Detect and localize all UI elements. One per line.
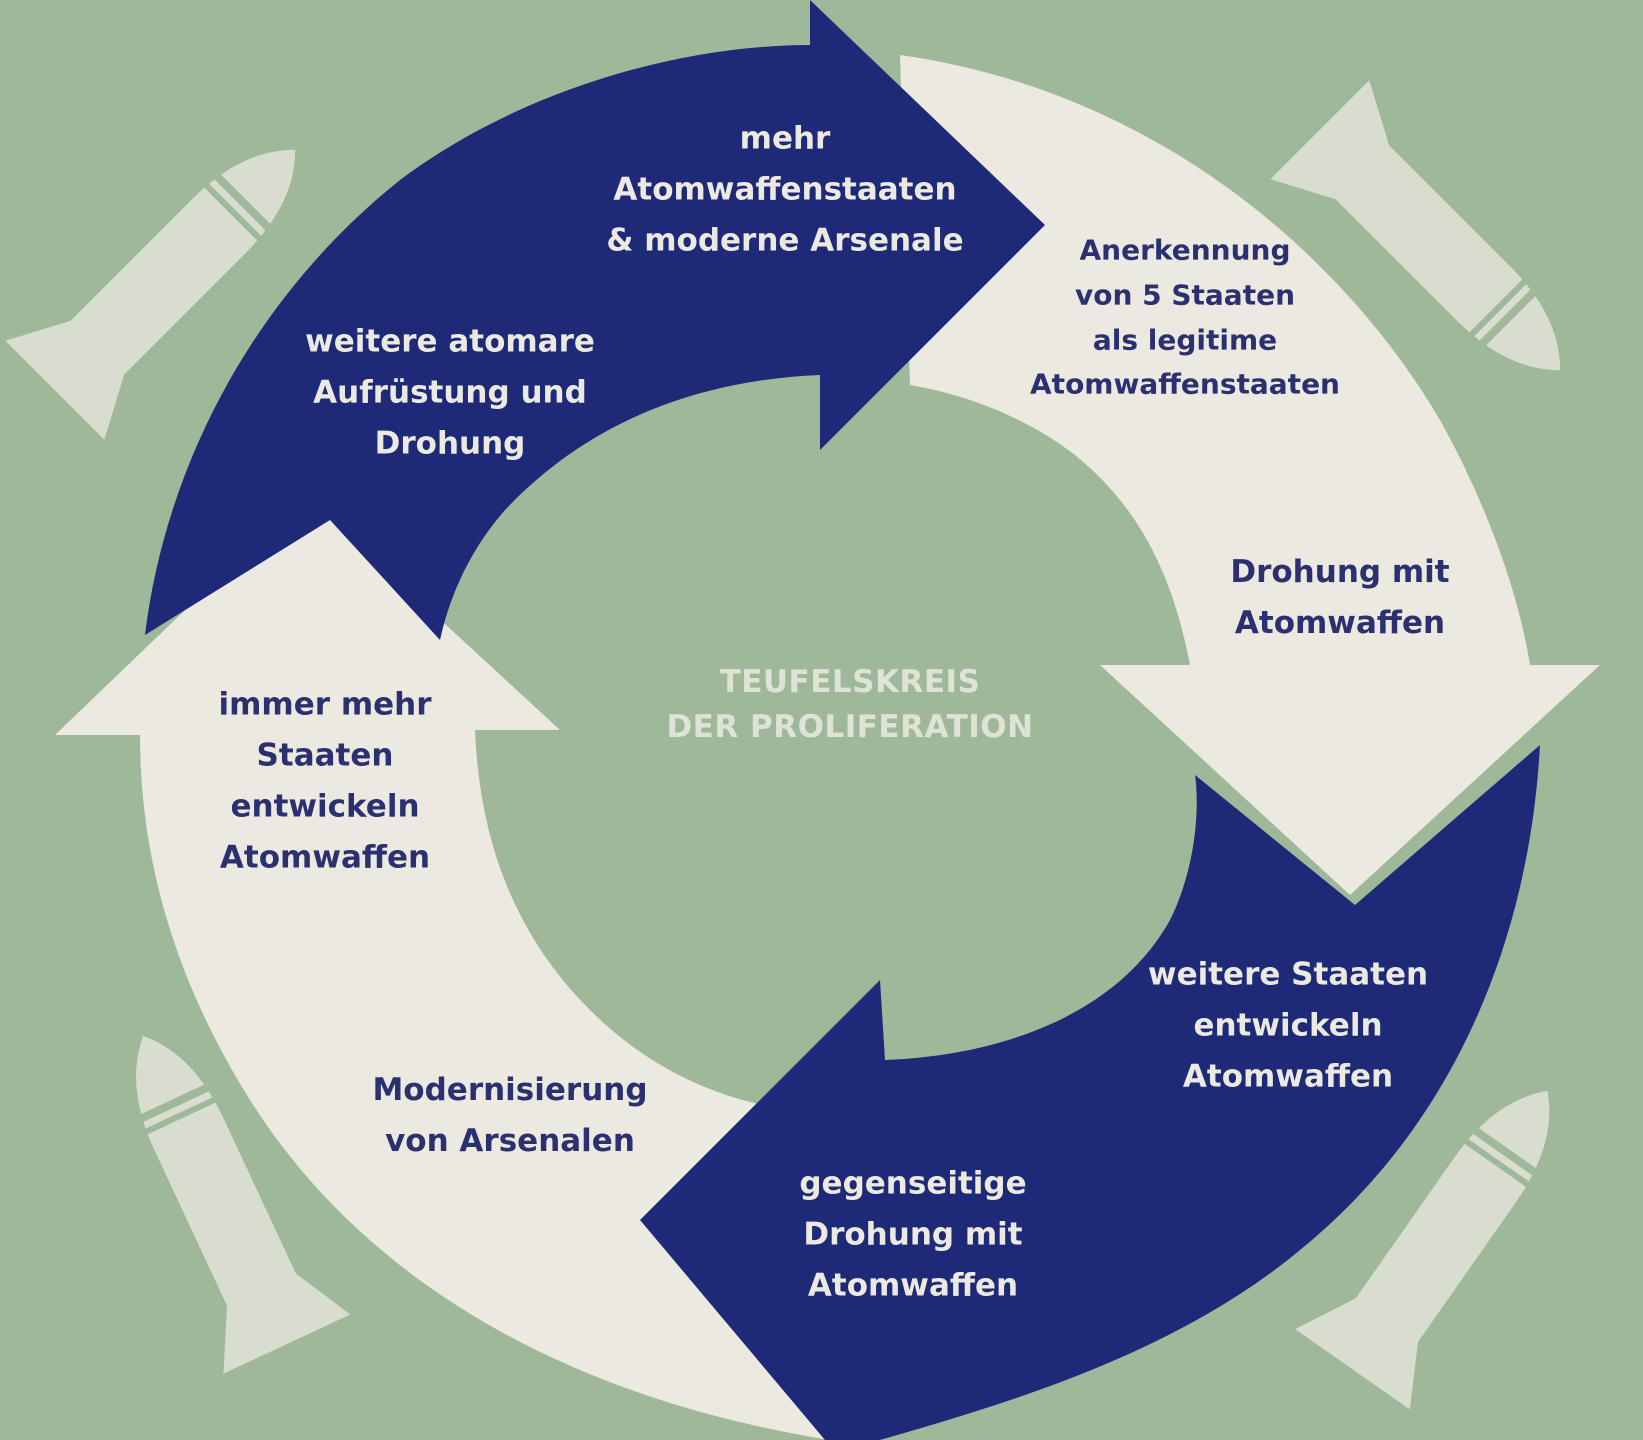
label-top: mehr Atomwaffenstaaten & moderne Arsenal… [606, 113, 963, 266]
label-top-left: weitere atomare Aufrüstung und Drohung [305, 316, 595, 469]
label-line: Atomwaffen [1234, 605, 1446, 641]
label-line: immer mehr [218, 686, 432, 723]
label-bottom-left: Modernisierung von Arsenalen [372, 1065, 647, 1167]
rocket-icon [136, 1035, 351, 1374]
center-title-line1: TEUFELSKREIS [719, 664, 981, 701]
label-line: Atomwaffen [219, 840, 431, 877]
label-line: Drohung mit [803, 1216, 1023, 1253]
label-right-middle: Drohung mit Atomwaffen [1230, 547, 1449, 649]
rocket-icon [5, 149, 296, 440]
arrow-top-dark [145, 0, 1045, 640]
label-line: weitere Staaten [1147, 956, 1429, 993]
label-line: Atomwaffenstaaten [1030, 367, 1340, 401]
label-line: Staaten [256, 737, 394, 774]
center-title-line2: DER PROLIFERATION [666, 709, 1034, 745]
label-line: Anerkennung [1079, 233, 1291, 267]
label-right-upper: Anerkennung von 5 Staaten als legitime A… [1030, 228, 1340, 407]
label-left: immer mehr Staaten entwickeln Atomwaffen [218, 680, 431, 885]
label-line: Atomwaffen [807, 1267, 1019, 1304]
arrow-bottom-dark [640, 745, 1540, 1440]
label-line: & moderne Arsenale [606, 222, 964, 259]
arrow-right-light [900, 55, 1600, 895]
label-line: Drohung mit [1230, 553, 1450, 590]
label-line: weitere atomare [305, 323, 595, 360]
label-line: Atomwaffenstaaten [613, 171, 957, 208]
label-line: Atomwaffen [1182, 1058, 1394, 1095]
center-title: TEUFELSKREIS DER PROLIFERATION [666, 660, 1033, 750]
label-line: Aufrüstung und [313, 374, 587, 411]
label-line: von 5 Staaten [1074, 278, 1296, 312]
label-line: von Arsenalen [385, 1123, 635, 1159]
label-bottom-right: weitere Staaten entwickeln Atomwaffen [1148, 949, 1428, 1102]
label-line: als legitime [1092, 323, 1278, 356]
label-line: entwickeln [230, 789, 420, 825]
arrow-left-light [55, 495, 830, 1440]
rocket-icon [1270, 80, 1561, 371]
label-line: mehr [739, 120, 831, 157]
label-line: entwickeln [1193, 1007, 1383, 1044]
rocket-icon [1295, 1090, 1550, 1410]
label-bottom: gegenseitige Drohung mit Atomwaffen [799, 1158, 1026, 1311]
label-line: gegenseitige [799, 1165, 1027, 1202]
label-line: Drohung [374, 425, 526, 462]
label-line: Modernisierung [372, 1071, 648, 1108]
